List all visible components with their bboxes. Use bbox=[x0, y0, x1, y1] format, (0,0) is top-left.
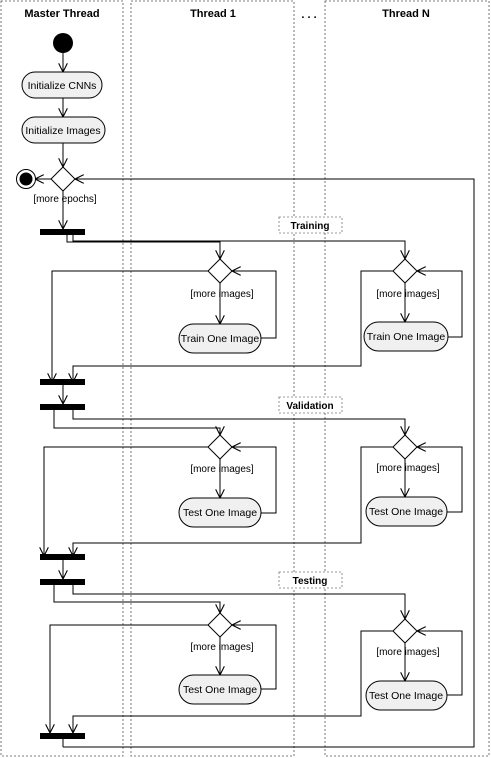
flow-tn-test-loop bbox=[417, 631, 463, 696]
action-test-one-tn-val-label: Test One Image bbox=[369, 506, 443, 518]
flow-tn-train-to-join bbox=[73, 270, 393, 382]
section-training: Training bbox=[291, 221, 330, 232]
flow-epoch-loop bbox=[63, 179, 475, 748]
guard-more-epochs: [more epochs] bbox=[33, 194, 97, 205]
guard-more-images-tn-train: [more images] bbox=[376, 289, 440, 300]
action-test-one-t1-test-label: Test One Image bbox=[183, 684, 257, 696]
guard-more-images-t1-test: [more images] bbox=[190, 642, 254, 653]
decision-images-tn-test bbox=[392, 618, 418, 644]
guard-more-images-tn-test: [more images] bbox=[376, 647, 440, 658]
lane-thread-1-title: Thread 1 bbox=[190, 8, 236, 20]
flow-t1-val-loop bbox=[232, 447, 277, 514]
section-testing: Testing bbox=[293, 576, 328, 587]
decision-images-t1-train bbox=[207, 258, 233, 284]
section-validation-box bbox=[278, 396, 343, 414]
lane-ellipsis: . . . bbox=[301, 9, 316, 21]
section-validation: Validation bbox=[286, 401, 333, 412]
lane-thread-n bbox=[324, 0, 490, 757]
flow-t1-train-loop bbox=[232, 271, 277, 339]
flow-fork-to-threadn-training bbox=[72, 235, 405, 259]
fork-bar-testing bbox=[40, 579, 85, 585]
lane-thread-1 bbox=[130, 0, 295, 757]
section-training-box bbox=[278, 216, 343, 234]
flow-fork-to-threadn-validation bbox=[72, 410, 405, 435]
flow-t1-test-to-join bbox=[50, 624, 208, 733]
guard-more-images-t1-train: [more images] bbox=[190, 289, 254, 300]
join-bar-validation bbox=[40, 554, 85, 560]
join-bar-testing bbox=[40, 733, 85, 739]
fork-bar-validation bbox=[40, 404, 85, 410]
flow-tn-val-to-join bbox=[73, 446, 393, 556]
lane-master-title: Master Thread bbox=[24, 8, 99, 20]
flow-fork-to-thread1-validation bbox=[53, 410, 220, 435]
action-init-cnns bbox=[21, 71, 103, 99]
flow-fork-to-thread1-testing bbox=[53, 585, 220, 613]
flow-fork-to-thread1-training bbox=[66, 235, 220, 259]
flow-tn-val-loop bbox=[417, 447, 463, 513]
flow-tn-test-to-join bbox=[73, 630, 393, 733]
flow-t1-test-loop bbox=[232, 625, 277, 690]
initial-node bbox=[53, 33, 73, 53]
action-init-cnns-label: Initialize CNNs bbox=[28, 80, 97, 92]
final-node-dot bbox=[19, 172, 33, 186]
lane-master bbox=[0, 0, 124, 757]
decision-epochs bbox=[50, 166, 76, 192]
decision-images-tn-train bbox=[392, 258, 418, 284]
action-init-images-label: Initialize Images bbox=[25, 125, 100, 137]
guard-more-images-t1-val: [more images] bbox=[190, 464, 254, 475]
decision-images-t1-val bbox=[207, 434, 233, 460]
action-test-one-tn-test-label: Test One Image bbox=[369, 690, 443, 702]
section-testing-box bbox=[278, 571, 343, 589]
action-test-one-t1-val-label: Test One Image bbox=[183, 507, 257, 519]
flow-t1-train-to-join bbox=[52, 270, 208, 382]
action-train-one-tn-label: Train One Image bbox=[367, 331, 446, 343]
decision-images-t1-test bbox=[207, 612, 233, 638]
join-bar-training bbox=[40, 379, 85, 385]
flow-t1-val-to-join bbox=[44, 446, 208, 556]
guard-more-images-tn-val: [more images] bbox=[376, 463, 440, 474]
fork-bar-training bbox=[40, 229, 85, 235]
decision-images-tn-val bbox=[392, 434, 418, 460]
lane-thread-n-title: Thread N bbox=[382, 8, 430, 20]
action-train-one-t1-label: Train One Image bbox=[181, 333, 260, 345]
flow-tn-train-loop bbox=[417, 271, 463, 338]
flow-fork-to-threadn-testing bbox=[72, 585, 405, 619]
